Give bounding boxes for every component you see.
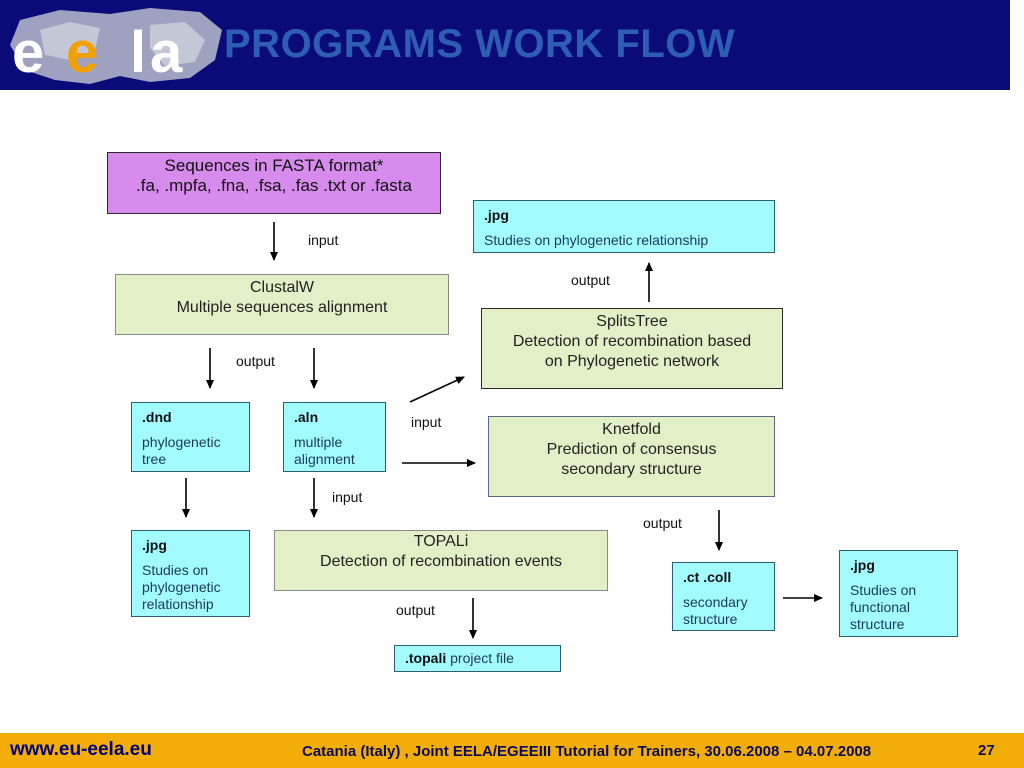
topali-desc: Detection of recombination events: [320, 553, 562, 570]
knetfold-desc-2: secondary structure: [561, 461, 702, 478]
dnd-desc: phylogenetic tree: [142, 434, 221, 467]
topali-file-node: .topali project file: [394, 645, 561, 672]
aln-node: .aln multiple alignment: [283, 402, 386, 472]
jpg-top-desc: Studies on phylogenetic relationship: [484, 232, 709, 248]
aln-desc: multiple alignment: [294, 434, 355, 467]
label-input-aln: input: [411, 414, 442, 430]
knetfold-desc-1: Prediction of consensus: [546, 441, 717, 458]
header-edge: [1010, 0, 1024, 95]
clustalw-node: ClustalW Multiple sequences alignment: [115, 274, 449, 335]
topali-node: TOPALi Detection of recombination events: [274, 530, 608, 591]
jpg-left-desc: Studies on phylogenetic relationship: [142, 562, 221, 612]
fasta-extensions: .fa, .mpfa, .fna, .fsa, .fas .txt or .fa…: [136, 176, 412, 195]
label-output-topali: output: [396, 602, 435, 618]
clustalw-title: ClustalW: [249, 279, 314, 296]
jpg-right-desc: Studies on functional structure: [850, 582, 917, 632]
fasta-node: Sequences in FASTA format* .fa, .mpfa, .…: [107, 152, 441, 214]
label-output-knet: output: [643, 515, 682, 531]
topali-file-desc: project file: [446, 650, 514, 666]
footer-url-link[interactable]: www.eu-eela.eu: [10, 739, 152, 760]
topali-file-ext: .topali: [405, 650, 447, 666]
arrow-aln-to-splits: [409, 376, 465, 403]
svg-text:e: e: [66, 20, 98, 85]
ctcoll-node: .ct .coll secondary structure: [672, 562, 775, 631]
knetfold-title: Knetfold: [602, 421, 661, 438]
label-input-topali: input: [332, 489, 363, 505]
clustalw-desc: Multiple sequences alignment: [176, 299, 388, 316]
footer-event-text: Catania (Italy) , Joint EELA/EGEEIII Tut…: [302, 743, 872, 760]
aln-ext: .aln: [294, 409, 319, 425]
jpg-left-node: .jpg Studies on phylogenetic relationshi…: [131, 530, 250, 617]
ctcoll-ext: .ct .coll: [683, 569, 732, 585]
dnd-node: .dnd phylogenetic tree: [131, 402, 250, 472]
label-output-splits: output: [571, 272, 610, 288]
dnd-ext: .dnd: [142, 409, 172, 425]
jpg-right-node: .jpg Studies on functional structure: [839, 550, 958, 637]
header-divider: [0, 90, 1024, 95]
label-output-clustal: output: [236, 353, 275, 369]
jpg-right-ext: .jpg: [850, 557, 875, 573]
jpg-top-node: .jpg Studies on phylogenetic relationshi…: [473, 200, 775, 253]
splitstree-node: SplitsTree Detection of recombination ba…: [481, 308, 783, 389]
topali-title: TOPALi: [413, 533, 469, 550]
splitstree-desc-2: on Phylogenetic network: [544, 353, 720, 370]
eela-logo: e e l a: [10, 8, 222, 85]
footer-bar: [0, 733, 1024, 768]
fasta-title: Sequences in FASTA format*: [164, 156, 384, 175]
jpg-left-ext: .jpg: [142, 537, 167, 553]
page-title: PROGRAMS WORK FLOW: [224, 22, 736, 66]
jpg-top-ext: .jpg: [484, 207, 509, 223]
splitstree-title: SplitsTree: [596, 313, 668, 330]
knetfold-node: Knetfold Prediction of consensus seconda…: [488, 416, 775, 497]
label-input-fasta: input: [308, 232, 339, 248]
svg-text:a: a: [150, 20, 183, 85]
svg-text:l: l: [130, 20, 146, 85]
splitstree-desc-1: Detection of recombination based: [512, 333, 752, 350]
page-number: 27: [978, 742, 995, 759]
svg-text:e: e: [12, 20, 44, 85]
ctcoll-desc: secondary structure: [683, 594, 748, 627]
